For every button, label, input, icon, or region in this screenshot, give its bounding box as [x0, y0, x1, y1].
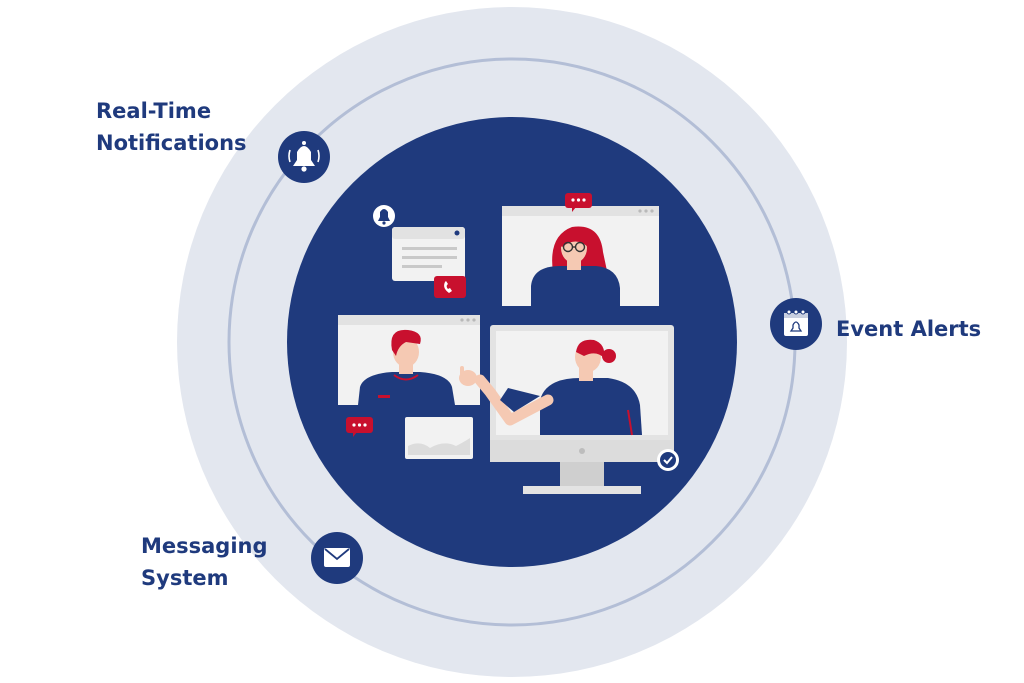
small-bell-icon: [373, 205, 395, 227]
event-alerts-label-text: Event Alerts: [836, 317, 982, 341]
phone-call-icon: [434, 276, 466, 298]
desktop-monitor: [459, 325, 674, 494]
event-alerts-label: Event Alerts: [836, 313, 981, 345]
chart-card: [405, 417, 473, 459]
chat-bubble-icon-left: [346, 417, 373, 437]
video-window-left: [338, 315, 480, 405]
notifications-label-line2: Notifications: [96, 131, 247, 155]
messaging-label: Messaging System: [141, 530, 268, 594]
messaging-label-line2: System: [141, 566, 229, 590]
bell-icon: [288, 141, 320, 172]
notifications-label-line1: Real-Time: [96, 99, 212, 123]
checkmark-badge-icon: [657, 449, 679, 471]
notifications-badge[interactable]: [278, 131, 330, 183]
notifications-label: Real-Time Notifications: [96, 95, 247, 159]
video-window-top: [502, 206, 659, 306]
event-alerts-badge[interactable]: [770, 298, 822, 350]
notification-card: [392, 227, 465, 281]
calendar-alert-icon: [784, 309, 808, 336]
envelope-icon: [324, 548, 350, 567]
messaging-badge[interactable]: [311, 532, 363, 584]
chat-bubble-icon-top: [565, 193, 592, 212]
messaging-label-line1: Messaging: [141, 534, 268, 558]
